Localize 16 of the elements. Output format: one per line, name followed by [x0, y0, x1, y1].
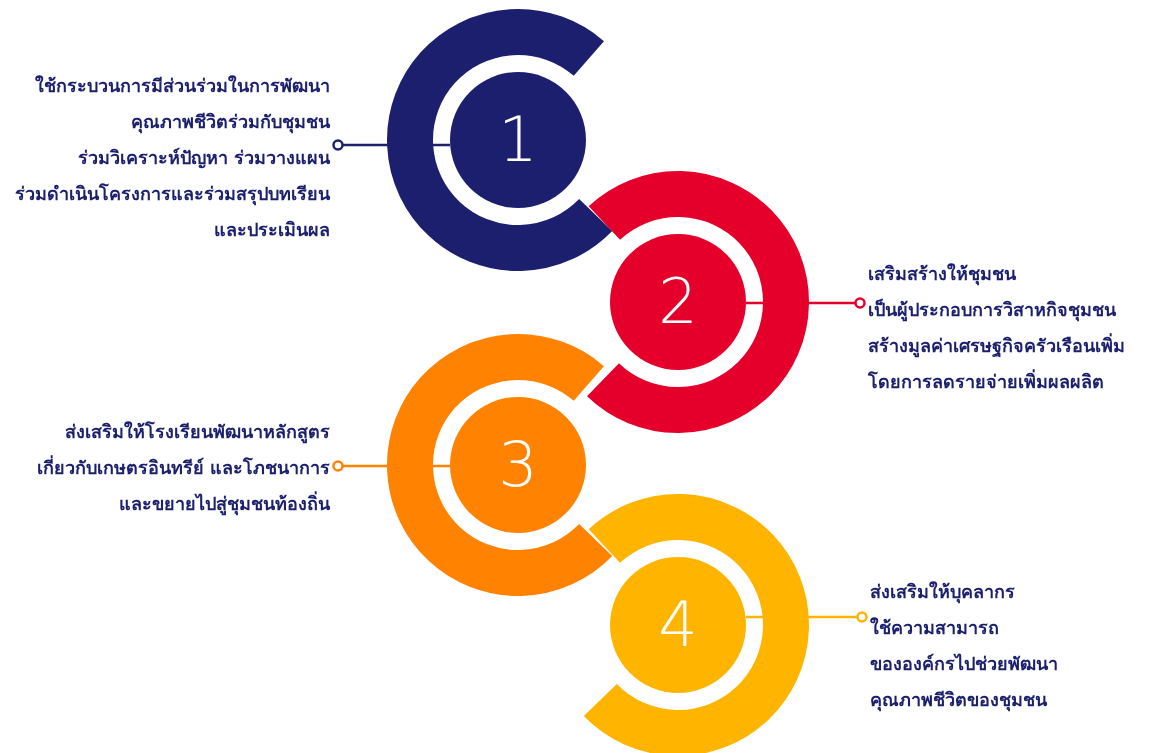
description-text: ใช้กระบวนการมีส่วนร่วมในการพัฒนา คุณภาพชีวิตร่วมกับชุมชน ร่วมวิเคราะห์ปัญหา ร่วมวางแผน ร่วมดำเนินโครงการและร่วมสรุปบทเรียน และประเมินผล [14, 74, 330, 242]
number-circle [610, 234, 746, 370]
step-number: 2 [658, 271, 698, 333]
step-number: 3 [498, 434, 538, 496]
leader-line [332, 460, 450, 472]
leader-line [746, 611, 868, 623]
leader-line [332, 139, 450, 151]
description-text: ส่งเสริมให้โรงเรียนพัฒนาหลักสูตร เกี่ยวกับเกษตรอินทรีย์ และโภชนาการ และขยายไปสู่ชุมชนท้องถิ่น [35, 420, 330, 518]
number-circle [450, 72, 586, 208]
description-text: เสริมสร้างให้ชุมชน เป็นผู้ประกอบการวิสาหกิจชุมชน สร้างมูลค่าเศรษฐกิจครัวเรือนเพิ่ม โดยการลดรายจ่ายเพิ่มผลผลิต [868, 262, 1126, 394]
step-number: 1 [498, 109, 538, 171]
number-circle [450, 397, 586, 533]
number-circle [610, 557, 746, 693]
leader-line [746, 297, 866, 309]
step-number: 4 [658, 594, 698, 656]
description-text: ส่งเสริมให้บุคลากร ใช้ความสามารถ ขององค์กรไปช่วยพัฒนา คุณภาพชีวิตของชุมชน [870, 580, 1059, 714]
